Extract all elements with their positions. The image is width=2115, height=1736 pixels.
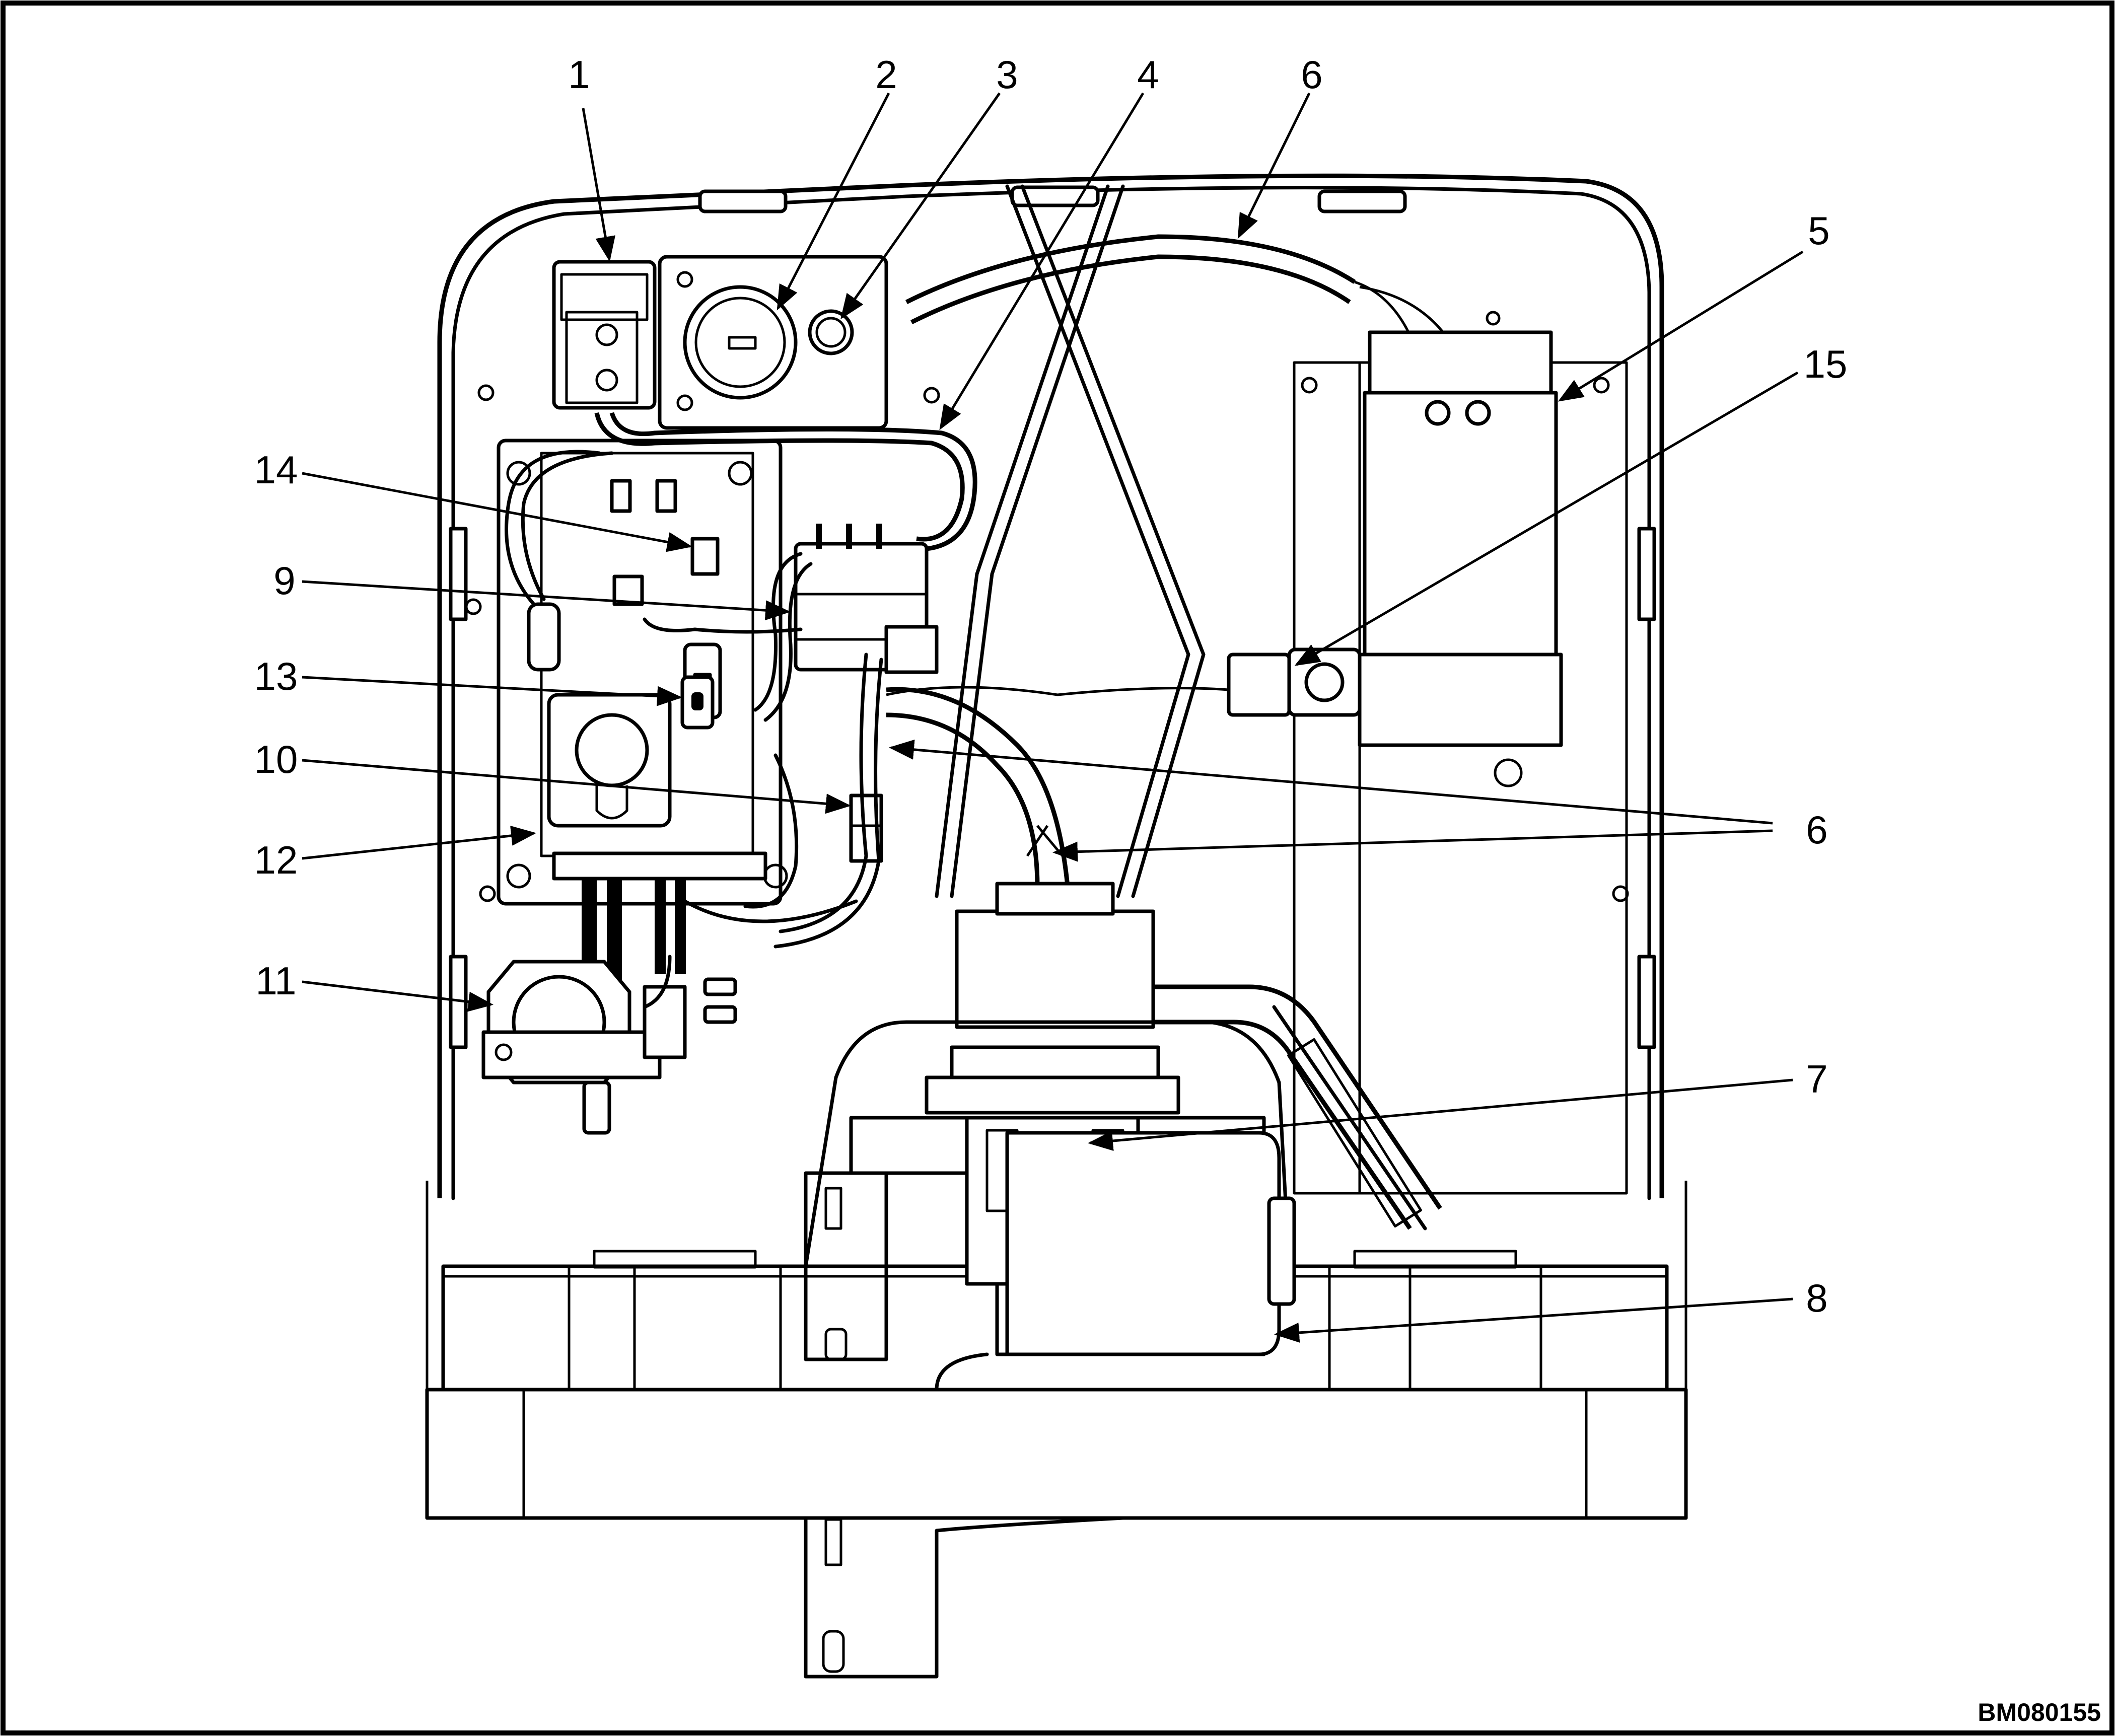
callout-number: 7 xyxy=(1806,1057,1827,1101)
callout-number: 5 xyxy=(1808,208,1829,253)
callout-number: 9 xyxy=(273,558,295,603)
callout-labels: 1 2 3 4 6 5 15 14 9 13 10 6 12 11 7 8 xyxy=(254,52,1848,1320)
instrument-panel xyxy=(658,255,888,430)
callout-number: 14 xyxy=(254,448,298,492)
pump-motor xyxy=(1227,330,1563,787)
wire-harness xyxy=(505,234,1477,1009)
callout-number: 2 xyxy=(875,52,897,97)
figure-id: BM080155 xyxy=(1978,1698,2101,1726)
controller-module xyxy=(497,439,788,994)
leader-lines xyxy=(302,92,1804,1343)
battery-connector xyxy=(552,260,657,410)
horn-assembly xyxy=(481,960,737,1135)
callout-number: 11 xyxy=(256,959,297,1003)
callout-number: 3 xyxy=(996,52,1018,97)
drive-unit xyxy=(804,882,1442,1392)
callout-number: 6 xyxy=(1301,52,1322,97)
callout-number: 12 xyxy=(254,838,298,882)
relay-block xyxy=(794,524,939,674)
mast-frame xyxy=(935,184,1206,898)
callout-number: 15 xyxy=(1804,342,1848,386)
diode-module xyxy=(680,675,715,730)
callout-number: 4 xyxy=(1137,52,1159,97)
callout-number: 8 xyxy=(1806,1276,1827,1320)
lower-frame xyxy=(425,1181,1688,1679)
callout-number: 6 xyxy=(1806,808,1827,852)
callout-number: 13 xyxy=(254,654,298,698)
callout-number: 10 xyxy=(254,737,298,781)
callout-number: 1 xyxy=(568,52,590,97)
